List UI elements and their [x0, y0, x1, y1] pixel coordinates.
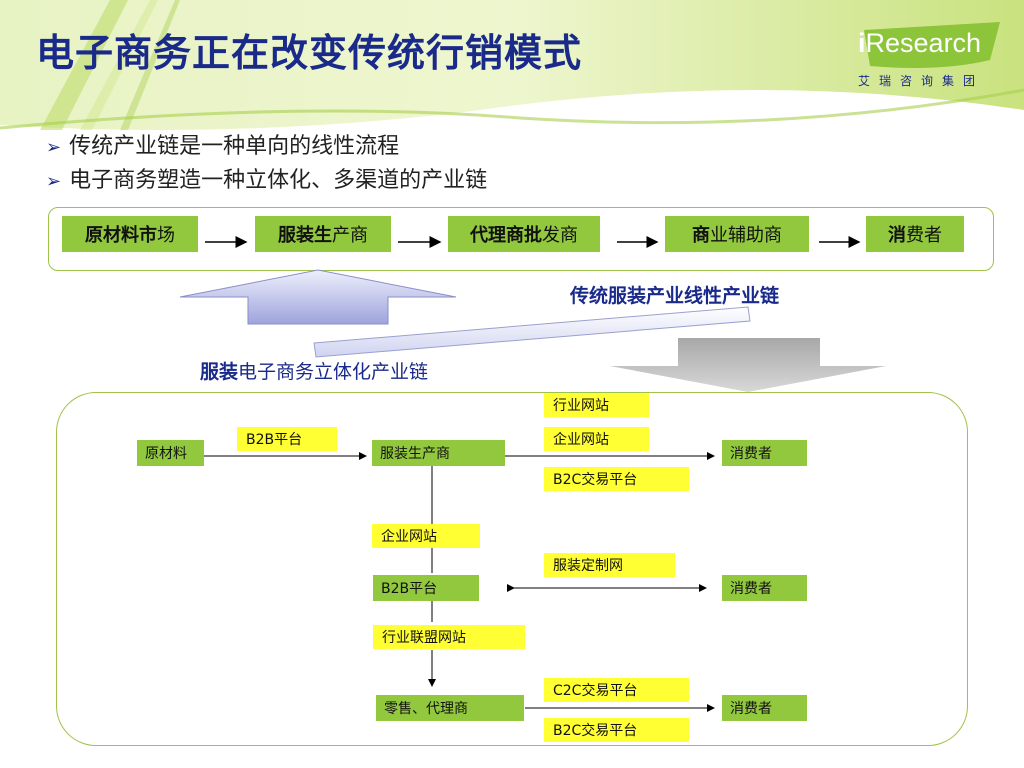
caption-bold: 服装: [200, 361, 239, 383]
header-background: [0, 0, 1024, 130]
channel-b2b-platform: B2B平台: [237, 427, 337, 451]
chain-box-rest: 产商: [332, 225, 368, 246]
chain-box-rest: 发商: [542, 225, 578, 246]
bullet-2-text: 电子商务塑造一种立体化、多渠道的产业链: [69, 168, 488, 193]
channel-c2c-platform: C2C交易平台: [544, 678, 689, 702]
node-manufacturer: 服装生产商: [372, 440, 505, 466]
channel-company-site: 企业网站: [544, 427, 649, 451]
iresearch-logo: iResearch 艾瑞咨询集团: [858, 28, 1008, 98]
node-retail-agent: 零售、代理商: [376, 695, 524, 721]
node-b2b-platform: B2B平台: [373, 575, 479, 601]
chain-box-rest: 费者: [906, 225, 942, 246]
chain-box-manufacturer: 服装生产商: [255, 216, 391, 252]
up-block-arrow: [179, 269, 457, 325]
down-block-arrow: [610, 338, 886, 392]
channel-company-site: 企业网站: [372, 524, 480, 548]
channel-industry-alliance-site: 行业联盟网站: [373, 625, 525, 649]
bullet-arrow-icon: ➢: [46, 171, 62, 192]
chain-box-commercial-assistant: 商业辅助商: [665, 216, 809, 252]
chain-box-bold: 服装生: [278, 225, 332, 246]
bullet-2: ➢ 电子商务塑造一种立体化、多渠道的产业链: [46, 162, 487, 194]
logo-i: i: [858, 28, 866, 58]
node-consumer: 消费者: [722, 575, 807, 601]
caption-rest: 电子商务立体化产业链: [238, 361, 429, 383]
node-raw-material: 原材料: [137, 440, 204, 466]
ecommerce-chain-frame: [56, 392, 968, 746]
chain-box-raw-material-market: 原材料市场: [62, 216, 198, 252]
chain-box-bold: 原材料市: [85, 225, 157, 246]
logo-subtitle: 艾瑞咨询集团: [858, 74, 985, 88]
chain-box-bold: 代理商批: [470, 225, 542, 246]
transition-bar: [313, 306, 751, 358]
chain-box-rest: 业辅助商: [710, 225, 782, 246]
chain-box-agent-wholesaler: 代理商批发商: [448, 216, 600, 252]
chain-box-consumer: 消费者: [866, 216, 964, 252]
logo-brand: Research: [865, 28, 982, 58]
page-title: 电子商务正在改变传统行销模式: [36, 31, 583, 75]
bullet-1: ➢ 传统产业链是一种单向的线性流程: [46, 128, 399, 160]
channel-b2c-platform: B2C交易平台: [544, 467, 689, 491]
bullet-arrow-icon: ➢: [46, 137, 62, 158]
chain-box-bold: 商: [692, 225, 710, 246]
node-consumer: 消费者: [722, 440, 807, 466]
channel-industry-site: 行业网站: [544, 393, 649, 417]
channel-b2c-platform: B2C交易平台: [544, 718, 689, 742]
node-consumer: 消费者: [722, 695, 807, 721]
channel-custom-clothing-site: 服装定制网: [544, 553, 675, 577]
ecommerce-chain-caption: 服装电子商务立体化产业链: [200, 357, 428, 384]
bullet-1-text: 传统产业链是一种单向的线性流程: [69, 134, 400, 159]
chain-box-rest: 场: [157, 225, 175, 246]
traditional-chain-caption: 传统服装产业线性产业链: [570, 285, 780, 307]
logo-wordmark: iResearch: [858, 28, 981, 59]
chain-box-bold: 消: [888, 225, 906, 246]
